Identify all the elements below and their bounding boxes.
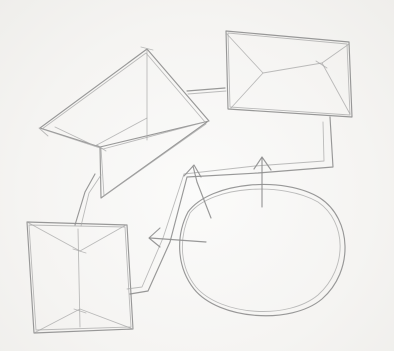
sketch-markers <box>39 47 327 313</box>
circle-retrace <box>182 189 340 311</box>
top-right-box-inner-lines <box>226 33 349 73</box>
arrow-left <box>150 238 206 242</box>
connectors <box>75 88 333 294</box>
connector-top-right-down-2 <box>127 122 324 289</box>
marker-top-right <box>316 61 327 68</box>
connector-top-right-down <box>130 117 333 294</box>
marker-bottom-left-upper <box>73 249 86 253</box>
bottom-left-box <box>27 222 133 333</box>
top-right-box-outline <box>226 31 352 117</box>
bottom-left-box-inner-vertical <box>78 229 80 327</box>
top-right-box <box>226 31 352 117</box>
top-right-box-retrace <box>228 33 350 115</box>
arrow-up-1 <box>193 166 211 218</box>
top-right-box-inner-lines-2 <box>231 63 350 114</box>
top-left-box-retrace <box>42 53 205 149</box>
connector-top-left-to-bottom-left <box>75 174 95 225</box>
connector-top-left-to-bottom-left-2 <box>81 175 101 226</box>
connector-top-left-to-top-right-2 <box>188 91 226 94</box>
top-left-box-depth <box>100 122 207 198</box>
arrow-up-1-head <box>184 165 201 177</box>
connector-top-left-to-top-right <box>187 88 225 91</box>
top-left-box-inner-line-2 <box>55 118 147 146</box>
